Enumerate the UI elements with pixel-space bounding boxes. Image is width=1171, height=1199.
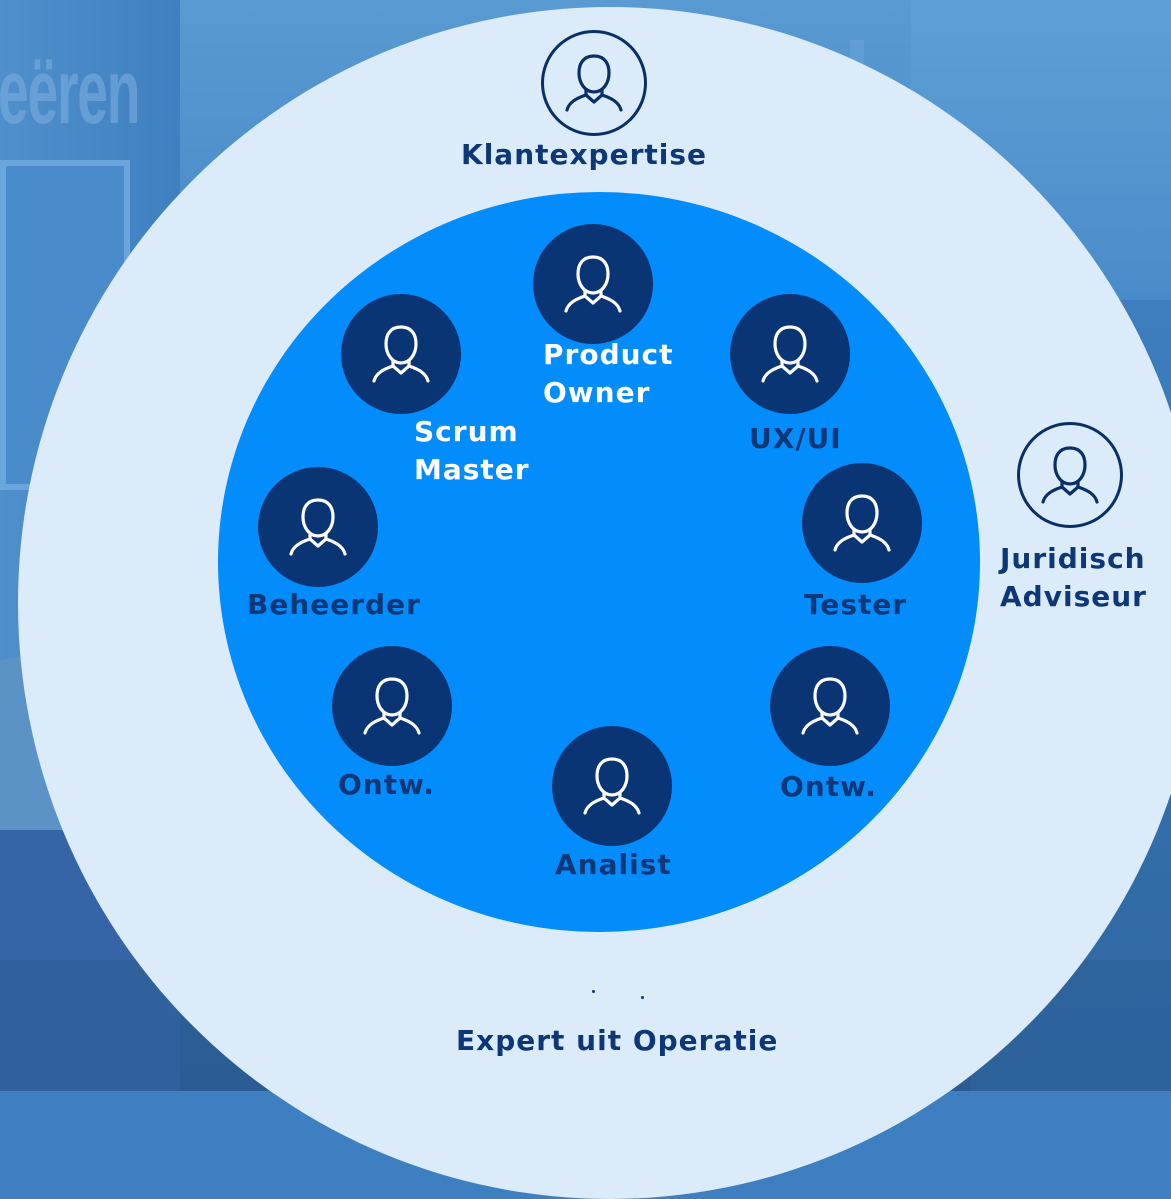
klantexpertise-person-icon xyxy=(541,30,647,136)
ontwikkelaar-right-label: Ontw. xyxy=(780,770,877,803)
klantexpertise-label: Klantexpertise xyxy=(461,138,708,171)
tester-label: Tester xyxy=(804,588,908,621)
product-owner-person-icon xyxy=(533,224,653,344)
ontwikkelaar-left-label: Ontw. xyxy=(338,768,435,801)
beheerder-label: Beheerder xyxy=(247,588,421,621)
stray-mark xyxy=(592,990,595,993)
analist-label: Analist xyxy=(555,848,672,881)
background-sign-text: eëren xyxy=(0,41,140,143)
juridisch-adviseur-label-line-1: Juridisch xyxy=(1000,542,1146,575)
expert-uit-operatie-label: Expert uit Operatie xyxy=(456,1024,779,1057)
ux-ui-person-icon xyxy=(730,294,850,414)
product-owner-label-line-1: Product xyxy=(543,338,674,371)
analist-person-icon xyxy=(552,726,672,846)
beheerder-person-icon xyxy=(258,467,378,587)
tester-person-icon xyxy=(802,463,922,583)
ontwikkelaar-right-person-icon xyxy=(770,646,890,766)
product-owner-label-line-2: Owner xyxy=(543,376,651,409)
scrum-master-person-icon xyxy=(341,294,461,414)
juridisch-adviseur-person-icon xyxy=(1017,422,1123,528)
scrum-master-label-line-1: Scrum xyxy=(414,415,519,448)
scrum-master-label: Scrum Master xyxy=(414,413,530,489)
ux-ui-label: UX/UI xyxy=(749,422,842,455)
product-owner-label: Product Owner xyxy=(543,336,674,412)
scrum-master-label-line-2: Master xyxy=(414,453,530,486)
juridisch-adviseur-label-line-2: Adviseur xyxy=(1000,580,1147,613)
ontwikkelaar-left-person-icon xyxy=(332,646,452,766)
stray-mark xyxy=(641,996,644,999)
juridisch-adviseur-label: Juridisch Adviseur xyxy=(1000,540,1147,616)
